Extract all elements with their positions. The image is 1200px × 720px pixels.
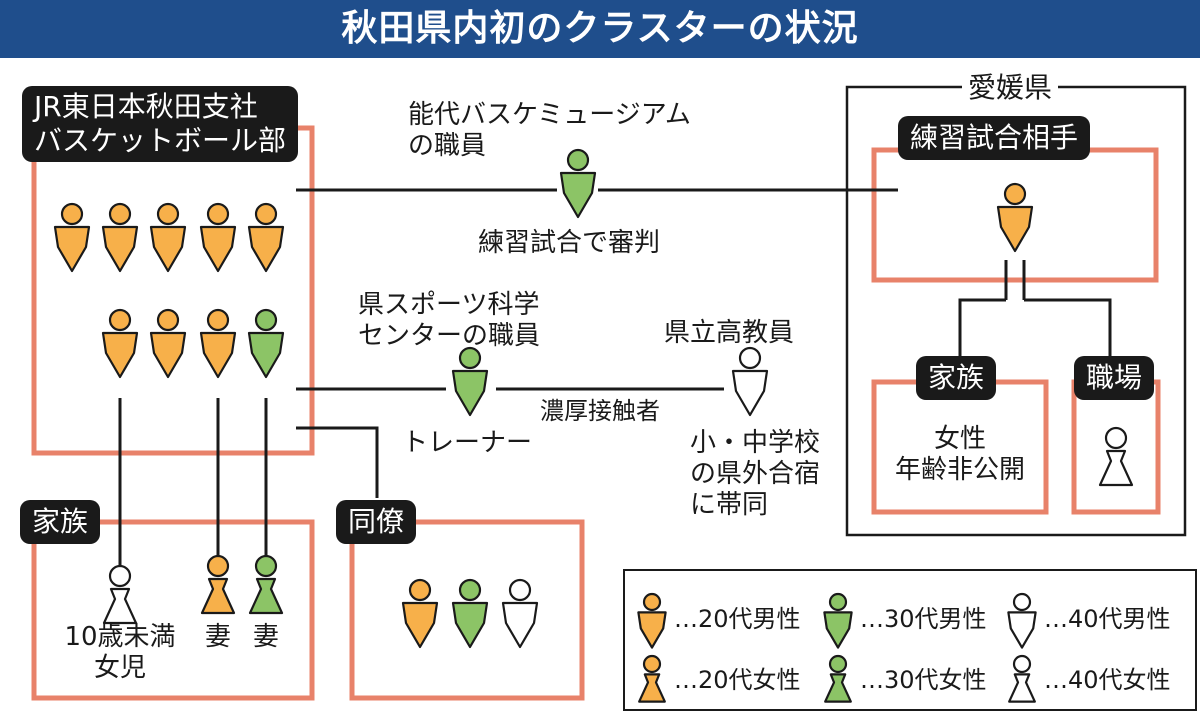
jr-club-box	[31, 125, 315, 456]
sports-center-staff-label: 県スポーツ科学 センターの職員	[358, 290, 541, 351]
museum-staff-person	[559, 148, 597, 219]
opponent-person	[996, 182, 1034, 253]
trainer-role-label: トレーナー	[402, 428, 533, 458]
colleagues-tag: 同僚	[336, 500, 417, 544]
line-branch-workplace	[1024, 298, 1112, 356]
male-20s-icon	[637, 592, 667, 649]
family-child-person	[102, 564, 138, 625]
club-member-20s-male	[53, 202, 91, 273]
trainer-person	[451, 346, 489, 417]
family-right-tag: 家族	[916, 356, 997, 400]
club-member-20s-male	[101, 308, 139, 379]
club-member-20s-male	[149, 202, 187, 273]
line-club-to-colleagues	[296, 426, 379, 498]
line-branch-family	[958, 298, 1006, 356]
club-member-20s-male	[247, 202, 285, 273]
club-member-30s-male	[247, 308, 285, 379]
female-20s-icon	[638, 654, 666, 703]
practice-opponent-tag: 練習試合相手	[898, 116, 1091, 160]
colleagues-box	[349, 519, 585, 701]
workplace-person	[1098, 426, 1134, 487]
family-wife-2-person	[248, 554, 284, 615]
legend-text-male-20s: …20代男性	[674, 605, 801, 633]
club-member-20s-male	[199, 202, 237, 273]
family-wife-1-label: 妻	[205, 622, 232, 652]
female-30s-icon	[824, 654, 852, 703]
legend-text-male-30s: …30代男性	[860, 605, 987, 633]
male-30s-icon	[823, 592, 853, 649]
workplace-tag: 職場	[1074, 356, 1155, 400]
female-40s-icon	[1008, 654, 1036, 703]
close-contact-label: 濃厚接触者	[540, 397, 660, 425]
museum-staff-note: 練習試合で審判	[478, 228, 661, 258]
jr-club-label: JR東日本秋田支社 バスケットボール部	[34, 90, 287, 157]
legend-text-male-40s: …40代男性	[1044, 605, 1171, 633]
people-layer	[53, 148, 1134, 703]
family-child-label: 10歳未満 女児	[64, 622, 176, 683]
legend-text-female-40s: …40代女性	[1044, 666, 1171, 694]
teacher-person	[731, 346, 769, 417]
legend-text-female-20s: …20代女性	[674, 666, 801, 694]
colleague-20s-male	[401, 578, 439, 649]
ehime-family-note: 女性 年齢非公開	[894, 424, 1025, 485]
male-40s-icon	[1007, 592, 1037, 649]
title-bar: 秋田県内初のクラスターの状況	[0, 0, 1200, 58]
club-member-20s-male	[199, 308, 237, 379]
diagram-title: 秋田県内初のクラスターの状況	[341, 8, 859, 49]
ehime-region-label: 愛媛県	[962, 72, 1059, 103]
family-left-box	[31, 519, 315, 701]
family-wife-2-label: 妻	[253, 622, 280, 652]
family-left-tag: 家族	[20, 500, 101, 544]
club-member-20s-male	[101, 202, 139, 273]
jr-club-tag: JR東日本秋田支社 バスケットボール部	[22, 86, 299, 162]
museum-staff-label: 能代バスケミュージアム の職員	[408, 100, 691, 161]
legend-box	[623, 569, 1197, 711]
club-member-20s-male	[149, 308, 187, 379]
teacher-note: 小・中学校 の県外合宿 に帯同	[690, 428, 821, 520]
legend-text-female-30s: …30代女性	[860, 666, 987, 694]
colleague-30s-male	[451, 578, 489, 649]
colleague-40s-male	[501, 578, 539, 649]
teacher-label: 県立高教員	[664, 318, 795, 348]
family-wife-1-person	[200, 554, 236, 615]
